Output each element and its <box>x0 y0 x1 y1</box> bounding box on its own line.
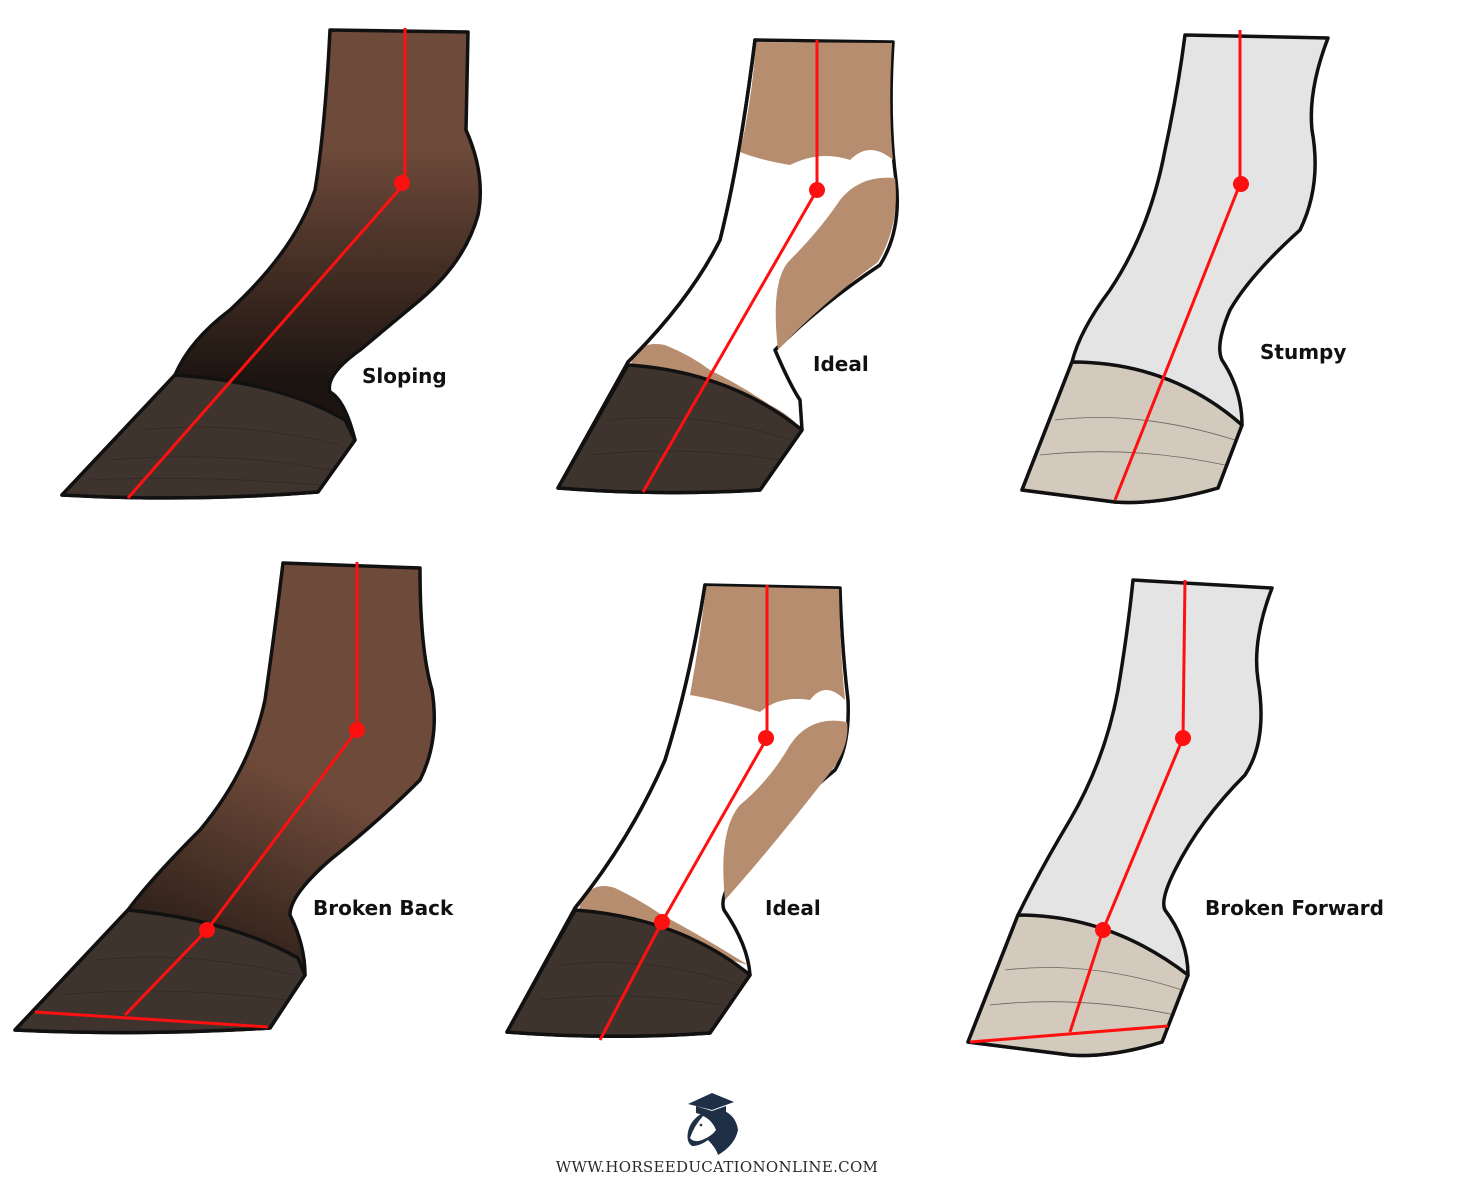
hoof-stumpy: Stumpy <box>1020 30 1346 505</box>
label-broken-forward: Broken Forward <box>1205 896 1384 920</box>
hoof-ideal-bottom: Ideal <box>505 583 850 1041</box>
hoof-wall-sloping <box>60 373 357 500</box>
joint-dot <box>1233 176 1249 192</box>
joint-dot <box>1175 730 1191 746</box>
joint-dot <box>394 175 410 191</box>
ground-line-broken-back <box>34 1010 269 1029</box>
label-sloping: Sloping <box>362 364 447 388</box>
hoof-sloping: Sloping <box>60 28 483 500</box>
hoof-wall-ideal-bottom <box>505 908 752 1039</box>
label-stumpy: Stumpy <box>1260 340 1346 364</box>
hoof-wall-broken-back <box>13 908 307 1035</box>
joint-dot <box>1095 922 1111 938</box>
hoof-broken-forward: Broken Forward <box>966 578 1384 1058</box>
hoof-wall-stumpy <box>1020 360 1244 505</box>
joint-dot <box>809 182 825 198</box>
website-url: WWW.HORSEEDUCATIONONLINE.COM <box>556 1158 878 1176</box>
label-broken-back: Broken Back <box>313 896 454 920</box>
joint-dot <box>758 730 774 746</box>
horse-education-logo <box>687 1093 738 1155</box>
hoof-wall-broken-forward <box>966 913 1190 1058</box>
axis-line-broken-back <box>123 562 359 1017</box>
joint-dot <box>199 922 215 938</box>
joint-dot <box>654 914 670 930</box>
axis-line-ideal-bottom <box>598 585 769 1041</box>
ground-line-broken-forward <box>969 1024 1169 1044</box>
label-ideal-bottom: Ideal <box>765 896 821 920</box>
hoof-broken-back: Broken Back <box>13 561 454 1035</box>
joint-dot <box>349 722 365 738</box>
hoof-ideal-top: Ideal <box>556 38 900 495</box>
axis-line-broken-forward <box>1068 579 1187 1033</box>
label-ideal-top: Ideal <box>813 352 869 376</box>
